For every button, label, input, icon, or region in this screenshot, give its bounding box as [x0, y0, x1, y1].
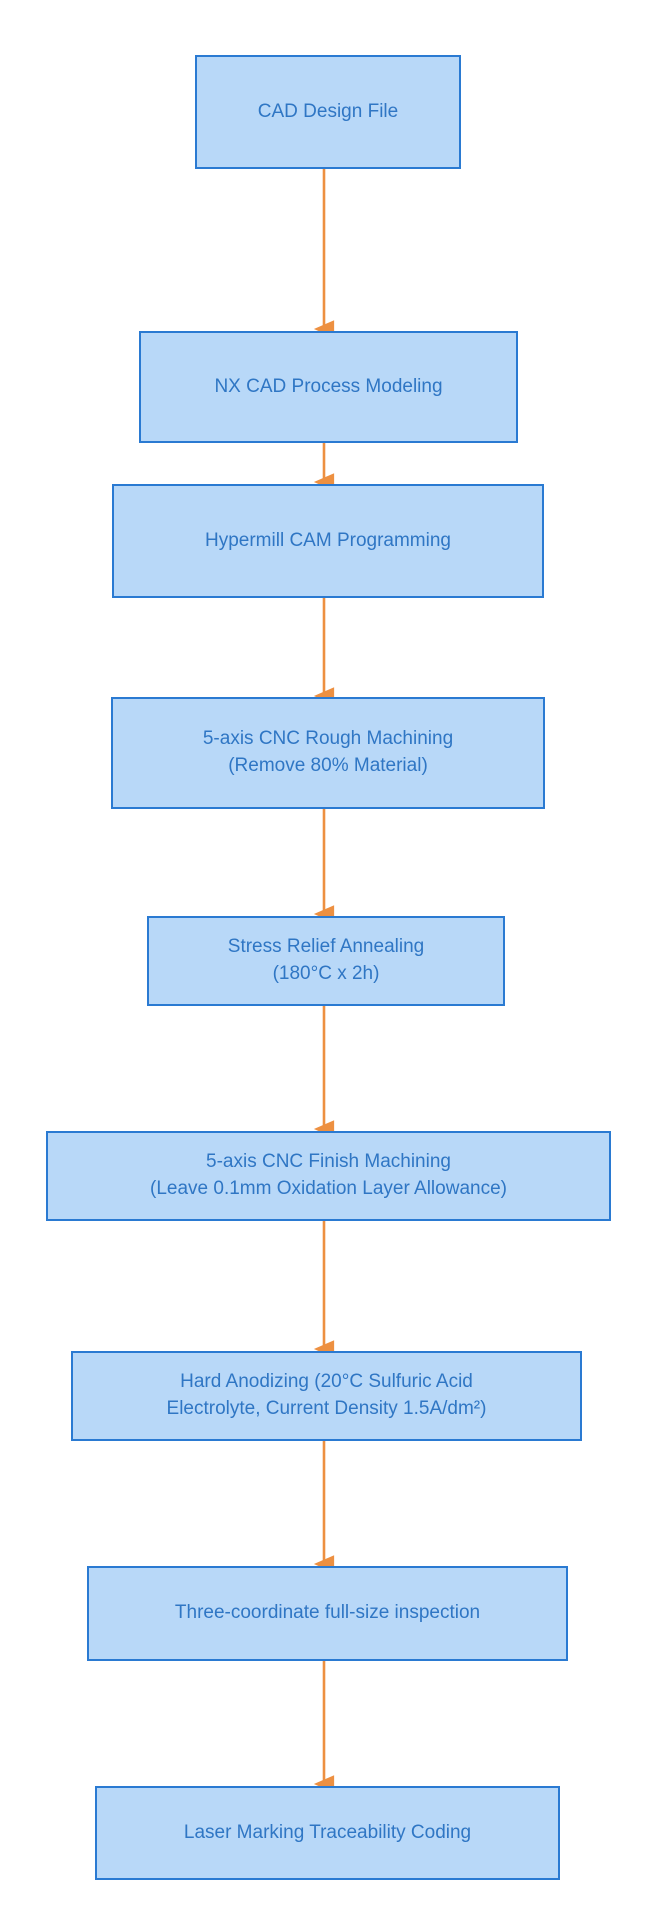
node-label: 5-axis CNC Finish Machining (Leave 0.1mm… [150, 1151, 507, 1199]
node-nx-cad-process-modeling[interactable]: NX CAD Process Modeling [139, 331, 518, 443]
node-label: NX CAD Process Modeling [214, 375, 443, 397]
node-label: Hypermill CAM Programming [205, 529, 451, 551]
node-cnc-rough-machining[interactable]: 5-axis CNC Rough Machining (Remove 80% M… [111, 697, 545, 809]
node-label: Hard Anodizing (20°C Sulfuric Acid Elect… [166, 1371, 487, 1419]
node-hard-anodizing[interactable]: Hard Anodizing (20°C Sulfuric Acid Elect… [71, 1351, 582, 1441]
node-laser-marking-traceability-coding[interactable]: Laser Marking Traceability Coding [95, 1786, 560, 1880]
node-label: Three-coordinate full-size inspection [174, 1602, 481, 1624]
node-label: Stress Relief Annealing (180°C x 2h) [227, 936, 425, 984]
node-stress-relief-annealing[interactable]: Stress Relief Annealing (180°C x 2h) [147, 916, 505, 1006]
node-cnc-finish-machining[interactable]: 5-axis CNC Finish Machining (Leave 0.1mm… [46, 1131, 611, 1221]
node-label: CAD Design File [257, 100, 399, 122]
node-three-coordinate-inspection[interactable]: Three-coordinate full-size inspection [87, 1566, 568, 1661]
node-label: 5-axis CNC Rough Machining (Remove 80% M… [202, 728, 454, 776]
node-label: Laser Marking Traceability Coding [183, 1821, 472, 1843]
node-hypermill-cam-programming[interactable]: Hypermill CAM Programming [112, 484, 544, 598]
node-cad-design-file[interactable]: CAD Design File [195, 55, 461, 169]
